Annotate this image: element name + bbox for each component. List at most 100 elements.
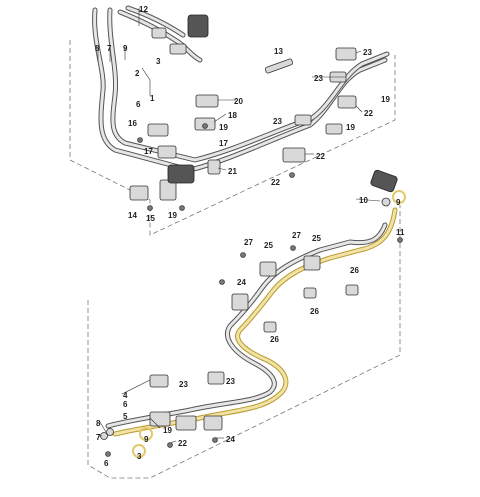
part-label-19: 19 [381,95,390,104]
part-label-24: 24 [226,435,235,444]
clamp-26b [303,287,317,299]
rod-13 [264,58,294,74]
clamp-12 [151,27,167,39]
part-label-3: 3 [156,57,161,66]
part-label-8: 8 [95,44,100,53]
bolt-19a [202,123,208,129]
part-label-1: 1 [150,94,155,103]
clamp-upper-1 [169,43,187,55]
clamp-23d [149,374,169,388]
part-label-26: 26 [270,335,279,344]
bolt-27a [240,252,246,258]
part-label-9: 9 [144,435,149,444]
clamp-19c [325,123,343,135]
part-label-3: 3 [137,452,142,461]
bolt-24b [212,437,218,443]
part-label-22: 22 [271,178,280,187]
clamp-26c [263,321,277,333]
clamp-22a [337,95,357,109]
bolt-15 [147,205,153,211]
clamp-22b [282,147,306,163]
upper-fittings [129,14,357,211]
clamp-23e [207,371,225,385]
part-label-24: 24 [237,278,246,287]
part-label-19: 19 [219,123,228,132]
part-label-25: 25 [312,234,321,243]
part-label-25: 25 [264,241,273,250]
part-label-6: 6 [136,100,141,109]
part-label-8: 8 [96,419,101,428]
clamp-25a [259,261,277,277]
seal-ring-10 [381,197,391,207]
part-label-9: 9 [396,198,401,207]
bolt-27b [290,245,296,251]
highlight-ring-9-lower [139,427,153,441]
bolt-19d [179,205,185,211]
part-label-17: 17 [219,139,228,148]
part-label-13: 13 [274,47,283,56]
clamp-25b [303,255,321,271]
part-label-7: 7 [96,433,101,442]
lower-fittings [100,169,403,457]
connector-block-10 [370,169,398,193]
upper-assembly-outline [69,40,396,236]
part-label-22: 22 [316,152,325,161]
highlight-ring-9-upper [392,190,406,204]
part-label-26: 26 [350,266,359,275]
clamp-19e [149,411,171,427]
upper-pipe-bundle [92,5,390,173]
highlight-ring-3-lower [132,444,146,458]
clamp-22d [175,415,197,431]
part-label-20: 20 [234,97,243,106]
clamp-17 [157,145,177,159]
part-label-7: 7 [107,44,112,53]
part-label-27: 27 [244,238,253,247]
lower-assembly-outline [87,205,401,479]
bolt-22d [167,442,173,448]
part-label-22: 22 [364,109,373,118]
reservoir-block [187,14,209,38]
part-label-22: 22 [178,439,187,448]
part-label-23: 23 [226,377,235,386]
part-label-6: 6 [123,400,128,409]
part-label-5: 5 [123,412,128,421]
part-label-19: 19 [163,426,172,435]
part-label-10: 10 [359,196,368,205]
clamp-23a [335,47,357,61]
part-label-19: 19 [168,211,177,220]
clamp-24b [203,415,223,431]
part-label-17: 17 [144,147,153,156]
highlight-markers [132,190,406,458]
clamp-20 [195,94,219,108]
bolt-17a [137,137,143,143]
clamp-14 [129,185,149,201]
part-label-6: 6 [104,459,109,468]
bolt-22c [289,172,295,178]
part-label-9: 9 [123,44,128,53]
part-label-14: 14 [128,211,137,220]
part-label-23: 23 [179,380,188,389]
clamp-21 [207,159,221,175]
part-label-16: 16 [128,119,137,128]
part-label-26: 26 [310,307,319,316]
part-label-2: 2 [135,69,140,78]
clamp-24a [231,293,249,311]
bolt-24a [219,279,225,285]
seal-ring-8 [106,428,114,436]
clamp-26a [345,284,359,296]
leader-lines [97,8,381,444]
part-label-23: 23 [273,117,282,126]
part-label-15: 15 [146,214,155,223]
part-label-18: 18 [228,111,237,120]
part-label-23: 23 [363,48,372,57]
bracket-fitting [167,164,195,184]
part-label-21: 21 [228,167,237,176]
bolt-11 [397,237,403,243]
part-label-27: 27 [292,231,301,240]
bolt-6c [105,451,111,457]
part-label-19: 19 [346,123,355,132]
part-label-23: 23 [314,74,323,83]
part-label-12: 12 [139,5,148,14]
